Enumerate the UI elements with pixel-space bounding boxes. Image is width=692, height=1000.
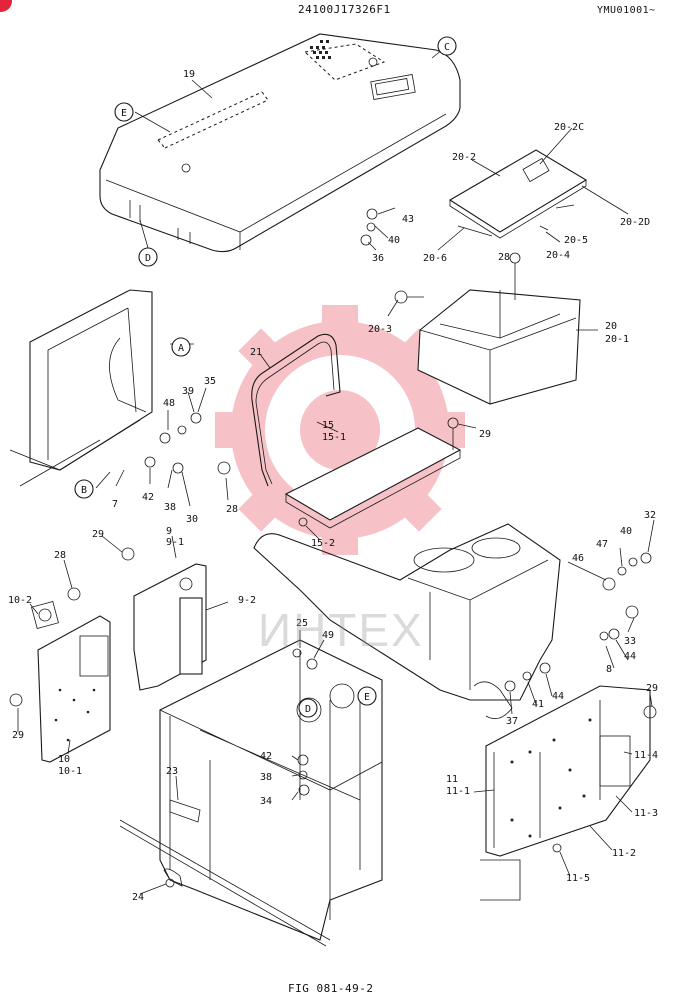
part-label: 29: [479, 429, 491, 440]
right-side-panel: [485, 685, 651, 857]
svg-text:E: E: [121, 108, 127, 119]
part-label: 24: [132, 892, 144, 903]
cover-plate: [284, 417, 462, 529]
part-label: 28: [226, 504, 238, 515]
part-label: 20-5: [564, 235, 588, 246]
svg-text:D: D: [305, 704, 311, 715]
part-label: 38: [260, 772, 272, 783]
part-label: 30: [186, 514, 198, 525]
part-label: 11-4: [634, 750, 658, 761]
watermark-text: ИНТЕХ: [258, 604, 424, 656]
svg-text:E: E: [364, 692, 370, 703]
part-label: 20-3: [368, 324, 392, 335]
part-label: 20-2D: [620, 217, 650, 228]
part-number-labels: 19 20-2C 20-2 20-2D 20-6 20-5 20-4 28 43…: [8, 69, 658, 903]
part-label: 44: [552, 691, 564, 702]
serial-range: YMU01001~: [597, 5, 656, 16]
part-label: 29: [12, 730, 24, 741]
electrical-panels: [31, 563, 207, 763]
part-label: 29: [92, 529, 104, 540]
part-label: 42: [260, 751, 272, 762]
part-label: 40: [388, 235, 400, 246]
part-label: 29: [646, 683, 658, 694]
callout-d-2: D: [298, 698, 318, 718]
part-label: 11-3: [634, 808, 658, 819]
part-label: 9-2: [238, 595, 256, 606]
part-label: 28: [54, 550, 66, 561]
callout-a: A: [171, 337, 191, 357]
part-label: 38: [164, 502, 176, 513]
part-label: 41: [532, 699, 544, 710]
part-label: 23: [166, 766, 178, 777]
part-label: 37: [506, 716, 518, 727]
part-label: 21: [250, 347, 262, 358]
leader-lines: [17, 49, 655, 895]
fastener-hardware: [9, 208, 657, 888]
part-label: 34: [260, 796, 272, 807]
callout-e: E: [114, 102, 134, 122]
part-label: 15: [322, 420, 334, 431]
part-label: 20: [605, 321, 617, 332]
handrail: [251, 333, 341, 487]
svg-text:C: C: [444, 42, 450, 53]
svg-text:A: A: [178, 343, 184, 354]
part-label: 46: [572, 553, 584, 564]
part-label: 33: [624, 636, 636, 647]
drawing-code: 24100J17326F1: [298, 3, 391, 16]
upper-structure-frame: [253, 523, 561, 720]
part-label: 15-1: [322, 432, 346, 443]
part-label: 9: [166, 526, 172, 537]
part-label: 11-1: [446, 786, 470, 797]
part-label: 10-2: [8, 595, 32, 606]
part-label: 10-1: [58, 766, 82, 777]
part-label: 8: [606, 664, 612, 675]
svg-text:D: D: [145, 253, 151, 264]
part-label: 39: [182, 386, 194, 397]
part-label: 32: [644, 510, 656, 521]
part-label: 20-2C: [554, 122, 584, 133]
callout-d: D: [138, 247, 158, 267]
callout-c: C: [437, 36, 457, 56]
part-label: 35: [204, 376, 216, 387]
part-label: 20-1: [605, 334, 629, 345]
callout-e-2: E: [357, 686, 377, 706]
hood-cover: [99, 33, 461, 253]
battery-lid: [448, 149, 588, 239]
part-label: 20-2: [452, 152, 476, 163]
part-label: 15-2: [311, 538, 335, 549]
part-label: 9-1: [166, 537, 184, 548]
part-label: 42: [142, 492, 154, 503]
figure-caption: FIG 081-49-2: [288, 982, 374, 995]
part-label: 40: [620, 526, 632, 537]
part-label: 20-4: [546, 250, 570, 261]
left-side-panel: [9, 289, 153, 487]
part-label: 36: [372, 253, 384, 264]
battery-box: [394, 252, 581, 405]
part-label: 20-6: [423, 253, 447, 264]
part-label: 11-5: [566, 873, 590, 884]
part-label: 28: [498, 252, 510, 263]
callout-b: B: [74, 479, 94, 499]
part-label: 11-2: [612, 848, 636, 859]
part-label: 19: [183, 69, 195, 80]
part-label: 11: [446, 774, 458, 785]
part-label: 10: [58, 754, 70, 765]
part-label: 25: [296, 618, 308, 629]
part-label: 48: [163, 398, 175, 409]
part-label: 47: [596, 539, 608, 550]
part-label: 43: [402, 214, 414, 225]
lower-frame: [119, 639, 521, 947]
part-label: 7: [112, 499, 118, 510]
part-label: 44: [624, 651, 636, 662]
svg-text:B: B: [81, 485, 87, 496]
part-label: 49: [322, 630, 334, 641]
